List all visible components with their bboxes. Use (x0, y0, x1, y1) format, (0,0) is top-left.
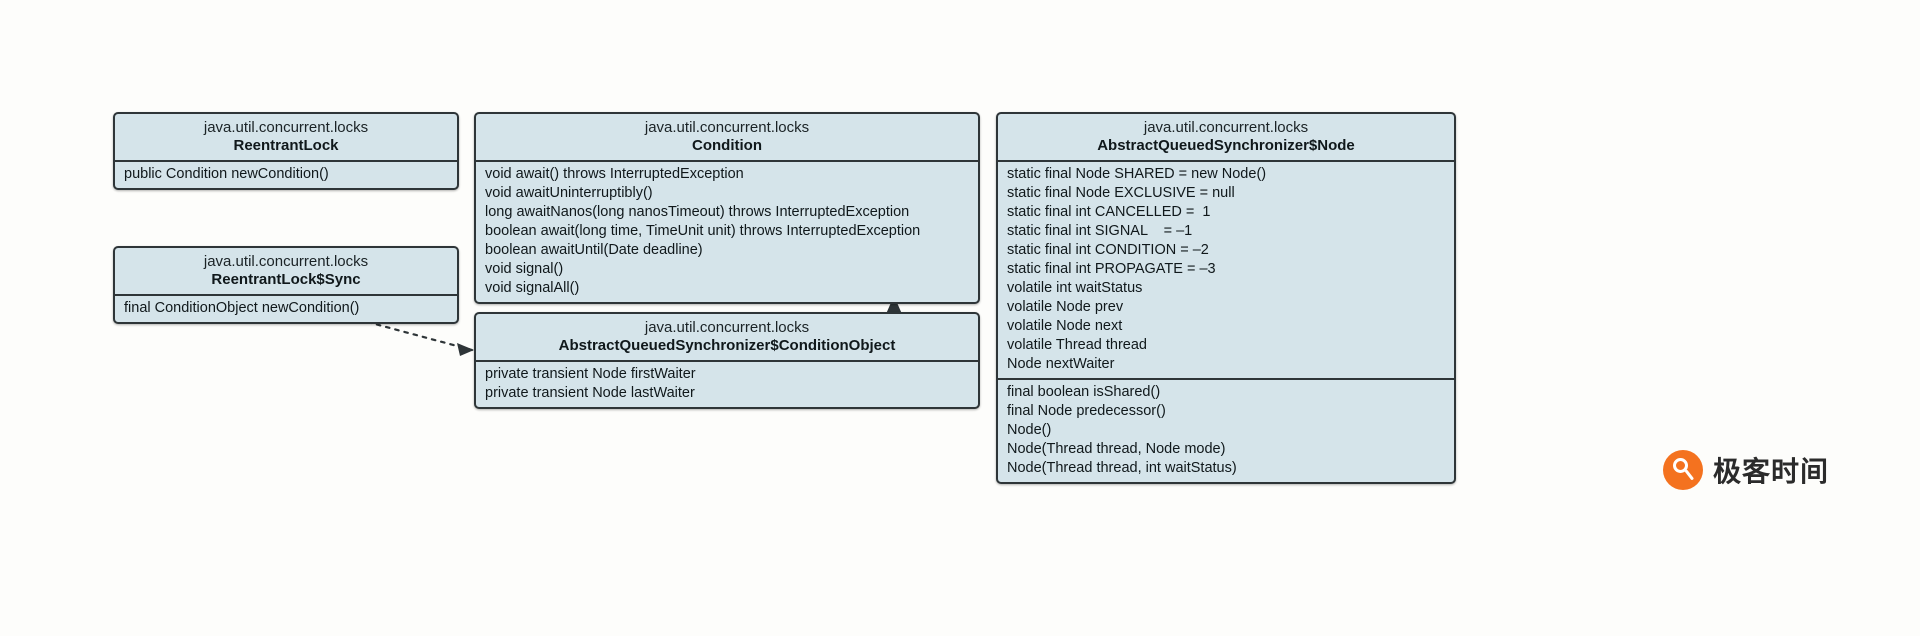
class-members-conditionobject: private transient Node firstWaiter priva… (476, 362, 978, 407)
field-row: Node nextWaiter (1007, 356, 1115, 373)
class-header-conditionobject: java.util.concurrent.locks AbstractQueue… (476, 314, 978, 363)
class-members-condition: void await() throws InterruptedException… (476, 162, 978, 302)
class-package-node: java.util.concurrent.locks (1143, 119, 1309, 136)
class-package-condition: java.util.concurrent.locks (644, 119, 810, 136)
method-row: Node(Thread thread, Node mode) (1007, 441, 1226, 458)
class-methods-node: final boolean isShared() final Node pred… (998, 378, 1454, 482)
member-row: final ConditionObject newCondition() (124, 300, 360, 317)
member-row: boolean await(long time, TimeUnit unit) … (485, 223, 921, 240)
member-row: void signal() (485, 261, 564, 278)
member-row: public Condition newCondition() (124, 166, 329, 183)
class-header-reentrantlock: java.util.concurrent.locks ReentrantLock (115, 114, 457, 163)
method-row: Node(Thread thread, int waitStatus) (1007, 460, 1237, 477)
field-row: volatile Thread thread (1007, 337, 1147, 354)
method-row: final boolean isShared() (1007, 384, 1161, 401)
class-header-node: java.util.concurrent.locks AbstractQueue… (998, 114, 1454, 163)
class-package-reentrantlock-sync: java.util.concurrent.locks (203, 253, 369, 270)
field-row: volatile Node next (1007, 318, 1123, 335)
member-row: void awaitUninterruptibly() (485, 185, 653, 202)
class-header-condition: java.util.concurrent.locks Condition (476, 114, 978, 163)
field-row: static final int SIGNAL = –1 (1007, 223, 1193, 240)
geektime-circle-icon (1663, 450, 1703, 490)
member-row: void signalAll() (485, 280, 580, 297)
field-row: volatile int waitStatus (1007, 280, 1143, 297)
member-row: boolean awaitUntil(Date deadline) (485, 242, 703, 259)
class-members-reentrantlock: public Condition newCondition() (115, 162, 457, 188)
class-box-reentrantlock[interactable]: java.util.concurrent.locks ReentrantLock… (113, 112, 459, 191)
field-row: static final Node EXCLUSIVE = null (1007, 185, 1235, 202)
class-members-reentrantlock-sync: final ConditionObject newCondition() (115, 296, 457, 322)
field-row: volatile Node prev (1007, 299, 1124, 316)
class-name-node: AbstractQueuedSynchronizer$Node (1097, 136, 1355, 154)
geektime-logo: 极客时间 (1663, 450, 1829, 490)
class-package-reentrantlock: java.util.concurrent.locks (203, 119, 369, 136)
member-row: private transient Node lastWaiter (485, 385, 695, 402)
class-header-reentrantlock-sync: java.util.concurrent.locks ReentrantLock… (115, 248, 457, 297)
field-row: static final int PROPAGATE = –3 (1007, 261, 1216, 278)
class-box-node[interactable]: java.util.concurrent.locks AbstractQueue… (996, 112, 1456, 485)
class-name-reentrantlock-sync: ReentrantLock$Sync (211, 270, 361, 288)
class-box-condition[interactable]: java.util.concurrent.locks Condition voi… (474, 112, 980, 305)
field-row: static final int CANCELLED = 1 (1007, 204, 1211, 221)
field-row: static final Node SHARED = new Node() (1007, 166, 1267, 183)
class-name-condition: Condition (692, 136, 762, 154)
class-name-conditionobject: AbstractQueuedSynchronizer$ConditionObje… (558, 336, 896, 354)
method-row: final Node predecessor() (1007, 403, 1166, 420)
method-row: Node() (1007, 422, 1052, 439)
member-row: long awaitNanos(long nanosTimeout) throw… (485, 204, 910, 221)
member-row: private transient Node firstWaiter (485, 366, 696, 383)
class-box-reentrantlock-sync[interactable]: java.util.concurrent.locks ReentrantLock… (113, 246, 459, 325)
member-row: void await() throws InterruptedException (485, 166, 744, 183)
field-row: static final int CONDITION = –2 (1007, 242, 1209, 259)
geektime-logo-text: 极客时间 (1713, 455, 1830, 488)
class-box-conditionobject[interactable]: java.util.concurrent.locks AbstractQueue… (474, 312, 980, 410)
class-package-conditionobject: java.util.concurrent.locks (644, 319, 810, 336)
class-fields-node: static final Node SHARED = new Node() st… (998, 162, 1454, 378)
class-name-reentrantlock: ReentrantLock (233, 136, 339, 154)
